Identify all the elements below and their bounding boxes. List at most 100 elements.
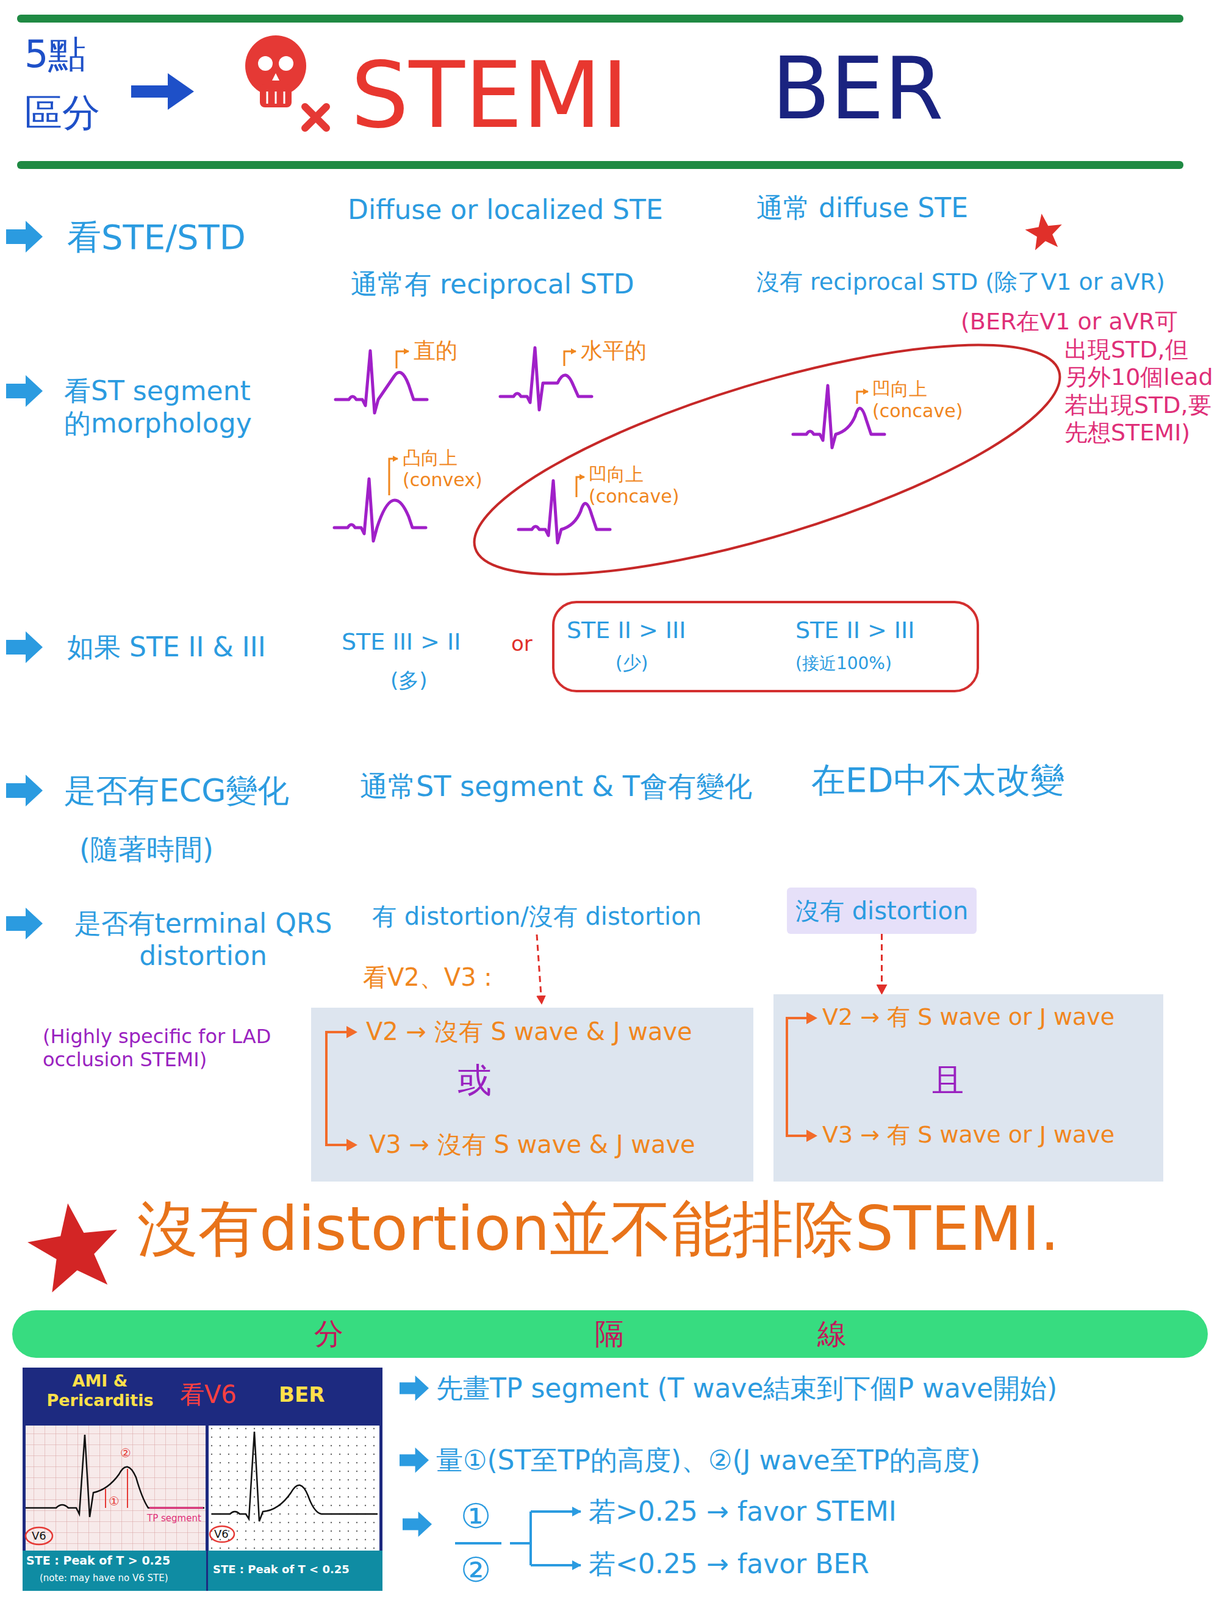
row-heading: 是否有terminal QRS distortion: [59, 907, 347, 973]
ecg-figure: AMI & Pericarditis 看V6 BER V6 ① ② TP segmentST…: [22, 1367, 383, 1591]
ecg-grid: [25, 1425, 206, 1551]
measure-line: [104, 1489, 107, 1508]
skull-eye: [278, 56, 294, 71]
arrow-head: [806, 1129, 818, 1142]
result-text: 若<0.25 → favor BER: [588, 1548, 870, 1581]
criterion-text: 通常有 reciprocal STD: [350, 268, 635, 301]
figure-text: STE : Peak of T > 0.25: [26, 1553, 171, 1568]
figure-text: AMI & Pericarditis: [29, 1371, 171, 1411]
row-heading: 看ST segment 的morphology: [64, 375, 284, 440]
sketch-label: 凸向上 (convex): [402, 447, 501, 492]
ecg-grid: [208, 1425, 380, 1551]
row-heading: 看STE/STD: [67, 216, 246, 258]
sketch-label: 水平的: [580, 337, 647, 364]
skull-teeth: [267, 91, 285, 104]
pointer-arrow: [564, 351, 576, 366]
pointer-arrow: [576, 477, 585, 498]
ratio-text: STE II > III: [795, 616, 915, 645]
oval-outline: [473, 344, 1061, 575]
highlight-box: STE II > III (少) STE II > III (接近100%): [552, 600, 980, 693]
bullet-arrow: [6, 774, 43, 807]
figure-text: 看V6: [179, 1379, 237, 1410]
lead-circle: [209, 1526, 235, 1543]
criterion-text: 通常ST segment & T會有變化: [359, 769, 753, 804]
ratio-note: (多): [390, 667, 428, 693]
tag-box: 沒有 distortion: [786, 887, 977, 934]
figure-text: STE : Peak of T < 0.25: [212, 1562, 350, 1577]
ecg-sketch: [500, 347, 592, 410]
arrow-head: [346, 1138, 358, 1152]
leader-arrow: [536, 934, 542, 1005]
skull-eye: [258, 56, 273, 71]
bullet-arrow: [402, 1511, 432, 1538]
figure-text: TP segment: [147, 1512, 202, 1524]
figure-text: V6: [214, 1527, 229, 1541]
branch-bracket: [509, 1511, 531, 1566]
instruction-text: 看V2、V3 :: [362, 962, 493, 992]
heading-text: 5點: [24, 31, 87, 77]
ecg-trace: [25, 1434, 205, 1518]
heading-text: 區分: [24, 90, 101, 136]
sketch-label: 凹向上 (concave): [588, 463, 699, 508]
skull-nose: [272, 73, 280, 81]
star-mark: [23, 1196, 126, 1295]
bracket-line: [326, 1032, 349, 1145]
criterion-text: 在ED中不太改變: [811, 759, 1065, 801]
branch-arrow: [530, 1564, 581, 1567]
bullet-arrow: [6, 631, 43, 664]
ratio-text: STE II > III: [566, 616, 686, 645]
pointer-arrow: [857, 391, 869, 404]
arrow-head: [346, 1026, 358, 1039]
pointer-arrow: [389, 458, 398, 496]
lead-circle: [25, 1527, 53, 1545]
divider-text: 線: [817, 1316, 847, 1352]
row-heading: 如果 STE II & III: [67, 631, 266, 664]
figure-text: ②: [120, 1445, 132, 1461]
info-panel: V2 → 有 S wave or J wave且V3 → 有 S wave or…: [773, 994, 1164, 1182]
panel-text: V3 → 沒有 S wave & J wave: [369, 1129, 696, 1159]
bullet-arrow: [399, 1447, 429, 1474]
column-heading: BER: [771, 37, 944, 141]
result-text: 若>0.25 → favor STEMI: [588, 1495, 897, 1529]
divider-band: 分隔線: [12, 1310, 1208, 1358]
criterion-text: 有 distortion/沒有 distortion: [372, 901, 702, 931]
tag-text: 沒有 distortion: [795, 896, 969, 926]
figure-text: (note: may have no V6 STE): [39, 1572, 169, 1584]
connector-word: or: [511, 631, 533, 657]
oval-outline-shape: [453, 298, 1082, 621]
bullet-arrow: [399, 1375, 429, 1402]
crossbones: [305, 106, 327, 129]
criterion-text: 沒有 reciprocal STD (除了V1 or aVR): [756, 268, 1166, 297]
divider-text: 隔: [594, 1316, 625, 1352]
branch-arrow: [530, 1510, 581, 1513]
rule-line: [17, 161, 1184, 169]
ratio-text: (接近100%): [795, 653, 892, 675]
dashed-arrow: [880, 933, 883, 995]
caption-bar: [208, 1550, 383, 1591]
divider-text: 分: [314, 1316, 344, 1352]
bullet-arrow: [6, 375, 43, 407]
fraction-bar: [455, 1542, 502, 1545]
skull-icon: [245, 35, 327, 129]
key-warning: 沒有distortion並不能排除STEMI.: [137, 1192, 1060, 1266]
panel-text: V2 → 沒有 S wave & J wave: [366, 1016, 693, 1047]
figure-text: ①: [108, 1493, 120, 1509]
arrow-head: [806, 1011, 818, 1025]
sketch-label: 直的: [413, 337, 458, 364]
ecg-grid: [25, 1425, 206, 1551]
figure-text: BER: [278, 1382, 325, 1408]
sketch-label: 凹向上 (concave): [872, 378, 983, 423]
ratio-text: STE III > II: [341, 628, 461, 657]
side-note: (BER在V1 or aVR可 出現STD,但 另外10個lead 若出現STD…: [1064, 308, 1219, 448]
bracket-line: [786, 1018, 808, 1136]
heading-arrow: [131, 73, 194, 110]
measure-line: [126, 1468, 129, 1508]
criterion-text: Diffuse or localized STE: [347, 193, 664, 227]
ratio-text: (少): [615, 652, 648, 675]
panel-text: V2 → 有 S wave or J wave: [822, 1003, 1115, 1032]
criterion-text: 通常 diffuse STE: [756, 192, 969, 225]
star-mark: [1022, 211, 1065, 252]
step-text: 量①(ST至TP的高度)、②(J wave至TP的高度): [436, 1444, 981, 1477]
side-note: (Highly specific for LAD occlusion STEMI…: [42, 1024, 299, 1072]
ecg-sketch: [793, 385, 885, 448]
